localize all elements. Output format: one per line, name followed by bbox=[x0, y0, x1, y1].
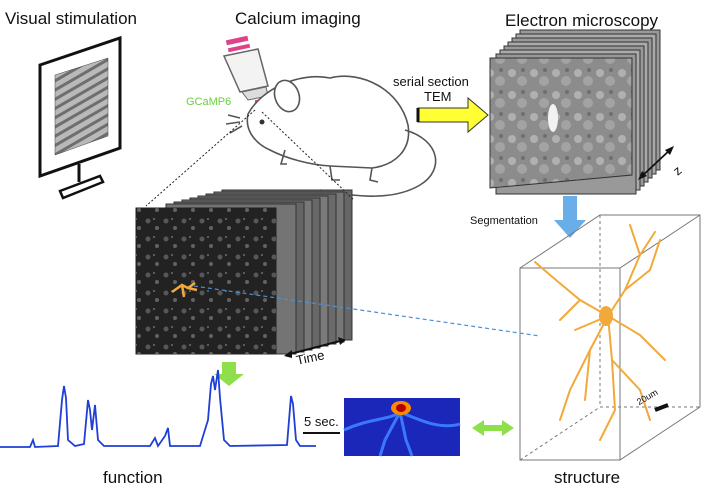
visual-stimulation-label: Visual stimulation bbox=[5, 9, 137, 28]
neuron-structure-box bbox=[519, 214, 701, 461]
segmentation-arrow bbox=[554, 196, 586, 238]
segmentation-label: Segmentation bbox=[470, 215, 538, 227]
time-arrow bbox=[284, 337, 346, 358]
gcamp-label: GCaMP6 bbox=[186, 96, 232, 108]
structure-label: structure bbox=[554, 468, 621, 487]
calcium-imaging-label: Calcium imaging bbox=[235, 9, 361, 28]
correspondence-line bbox=[193, 285, 541, 337]
electron-microscopy-label: Electron microscopy bbox=[505, 11, 659, 30]
function-label: function bbox=[103, 468, 163, 487]
calcium-trace bbox=[0, 369, 316, 448]
z-axis-arrow bbox=[638, 146, 674, 180]
tem-label: TEM bbox=[424, 89, 452, 104]
segmented-neuron bbox=[534, 224, 666, 441]
structure-function-arrow bbox=[472, 420, 514, 436]
function-arrow bbox=[214, 362, 244, 386]
neuron-heatmap bbox=[343, 398, 461, 457]
mouse-icon bbox=[225, 75, 437, 197]
scale-bar-length bbox=[654, 403, 669, 412]
microscope-objective-icon bbox=[222, 35, 269, 105]
time-scale-label: 5 sec. bbox=[304, 414, 339, 429]
em-image-stack bbox=[489, 29, 661, 195]
tem-arrow bbox=[416, 96, 489, 134]
monitor-icon bbox=[38, 35, 122, 200]
calcium-image-stack bbox=[135, 189, 353, 355]
serial-section-label: serial section bbox=[393, 74, 469, 89]
